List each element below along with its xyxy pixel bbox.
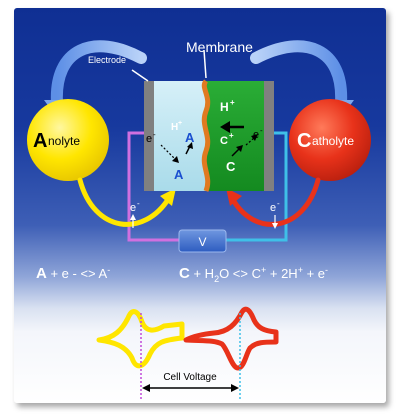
eq-a-text: + e - <> A: [47, 266, 108, 281]
catholyte-voltammogram: [183, 306, 279, 371]
eq-c-text1: + H: [190, 266, 214, 281]
proton-arrow: [220, 121, 244, 133]
diagram-panel: Membrane Electrode A nolyte C atholyte H…: [14, 8, 386, 403]
wire-electron-left-sup: -: [137, 199, 140, 208]
anolyte-equation: A + e - <> A-: [36, 265, 110, 282]
anolyte-tank: [27, 99, 109, 181]
wire-electron-left: e: [130, 202, 136, 214]
c-plus-label: C: [220, 135, 228, 147]
h-plus-sup-large: +: [230, 98, 235, 107]
eq-c-bold: C: [179, 265, 190, 282]
wire-electron-up-arrow: [130, 214, 136, 228]
flow-battery-diagram: Membrane Electrode A nolyte C atholyte H…: [27, 39, 371, 400]
electron-sup-right: -: [260, 126, 263, 135]
voltmeter: V: [178, 229, 227, 253]
catholyte-initial: C: [297, 130, 311, 152]
c-plus-sup: +: [229, 131, 234, 140]
eq-c-sub: 2: [214, 274, 219, 284]
membrane-label: Membrane: [186, 39, 253, 55]
c-label-lower: C: [226, 159, 236, 174]
wire-electron-right-sup: -: [277, 199, 280, 208]
electron-label-left: e: [146, 133, 152, 145]
wire-electron-right: e: [270, 202, 276, 214]
return-arrow-right: [226, 177, 321, 227]
catholyte-equation: C + H2O <> C+ + 2H+ + e-: [179, 265, 328, 284]
eq-c-sup3: -: [325, 265, 328, 275]
eq-c-text4: + e: [303, 266, 325, 281]
electron-path-left: [160, 142, 193, 163]
catholyte-label: atholyte: [312, 134, 354, 148]
eq-a-bold: A: [36, 265, 47, 282]
h-plus-sup-small: +: [178, 120, 182, 127]
membrane-pointer: [203, 49, 207, 79]
eq-c-sup1: +: [261, 265, 266, 275]
electrode-pointer: [131, 69, 149, 82]
anolyte-initial: A: [33, 130, 47, 152]
electron-sup-left: -: [153, 130, 156, 139]
catholyte-tank: [289, 99, 371, 181]
wire-left: [127, 131, 179, 242]
return-arrow-left: [77, 177, 176, 227]
electron-label-right: e: [253, 129, 259, 141]
eq-c-text3: + 2H: [266, 266, 297, 281]
cell-voltage-arrow: [142, 384, 239, 392]
h-plus-label-large: H: [220, 100, 229, 114]
a-label-upper: A: [185, 130, 195, 145]
wire-right: [226, 131, 288, 242]
eq-c-sup2: +: [298, 265, 303, 275]
electron-path-right: [231, 134, 258, 157]
anolyte-voltammogram: [96, 309, 185, 369]
a-label-lower: A: [174, 167, 184, 182]
cell-voltage-label: Cell Voltage: [163, 372, 217, 383]
anolyte-label: nolyte: [48, 134, 80, 148]
voltmeter-label: V: [198, 235, 206, 249]
wire-electron-down-arrow: [272, 215, 278, 229]
h-plus-label-small: H: [171, 122, 178, 133]
eq-c-text2: O <> C: [219, 266, 261, 281]
eq-a-sup: -: [107, 265, 110, 275]
electrode-label: Electrode: [88, 55, 126, 65]
flow-cell: [144, 79, 274, 192]
